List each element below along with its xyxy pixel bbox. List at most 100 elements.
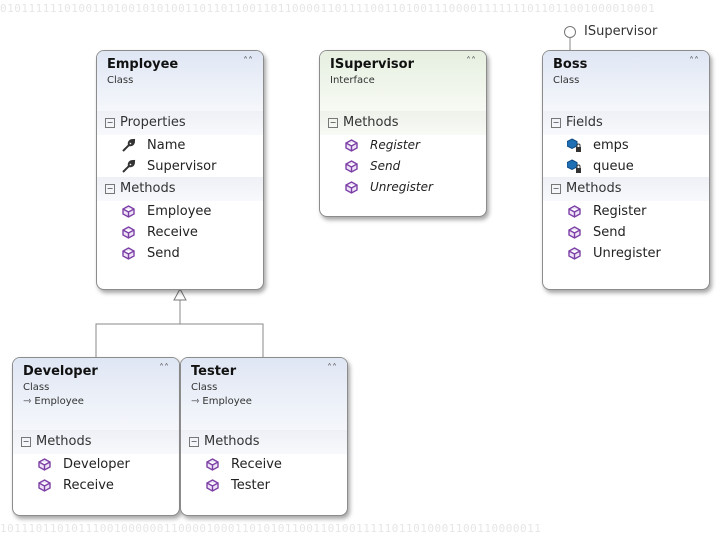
base-class-label: ⇾Employee xyxy=(23,396,169,407)
class-header: Developer Class ⇾Employee ˄˄ xyxy=(13,358,179,430)
lollipop-label: ISupervisor xyxy=(584,24,658,39)
method-item[interactable]: Developer xyxy=(13,454,179,475)
section-methods[interactable]: −Methods xyxy=(13,430,179,454)
collapse-box-icon[interactable]: − xyxy=(551,184,561,194)
private-field-icon xyxy=(567,159,581,173)
class-title: Employee xyxy=(107,57,179,72)
method-cube-icon xyxy=(206,458,219,471)
binary-background-bottom: 1011101101011100100000011000010001101010… xyxy=(0,522,542,535)
lollipop-circle xyxy=(564,26,576,38)
section-fields[interactable]: −Fields xyxy=(543,111,709,135)
member-label: Tester xyxy=(231,478,270,493)
section-methods[interactable]: −Methods xyxy=(181,430,347,454)
class-tester[interactable]: Tester Class ⇾Employee ˄˄ −Methods Recei… xyxy=(180,357,348,516)
class-developer[interactable]: Developer Class ⇾Employee ˄˄ −Methods De… xyxy=(12,357,180,516)
collapse-icon[interactable]: ˄˄ xyxy=(243,56,253,67)
member-label: Send xyxy=(593,225,626,240)
class-title: ISupervisor xyxy=(330,57,414,72)
collapse-icon[interactable]: ˄˄ xyxy=(159,363,169,374)
method-cube-icon xyxy=(38,458,51,471)
collapse-box-icon[interactable]: − xyxy=(328,118,338,128)
class-header: ISupervisor Interface ˄˄ xyxy=(320,51,486,111)
section-label: Properties xyxy=(120,115,186,130)
class-stereotype: Class xyxy=(191,382,218,393)
method-item[interactable]: Receive xyxy=(13,475,179,496)
member-label: Receive xyxy=(63,478,114,493)
class-title: Developer xyxy=(23,364,98,379)
section-methods[interactable]: −Methods xyxy=(320,111,486,135)
collapse-icon[interactable]: ˄˄ xyxy=(466,56,476,67)
method-cube-icon xyxy=(122,226,135,239)
method-item[interactable]: Register xyxy=(543,201,709,222)
method-cube-icon xyxy=(568,205,581,218)
collapse-box-icon[interactable]: − xyxy=(105,184,115,194)
inheritance-line-developer xyxy=(95,300,181,357)
member-label: Receive xyxy=(231,457,282,472)
collapse-icon[interactable]: ˄˄ xyxy=(689,56,699,67)
member-label: Supervisor xyxy=(147,159,217,174)
interface-isupervisor[interactable]: ISupervisor Interface ˄˄ −Methods Regist… xyxy=(319,50,487,217)
section-methods[interactable]: −Methods xyxy=(543,177,709,201)
class-header: Employee Class ˄˄ xyxy=(97,51,263,111)
collapse-box-icon[interactable]: − xyxy=(105,118,115,128)
class-stereotype: Class xyxy=(23,382,50,393)
collapse-box-icon[interactable]: − xyxy=(21,437,31,447)
method-item[interactable]: Send xyxy=(543,222,709,243)
collapse-box-icon[interactable]: − xyxy=(189,437,199,447)
member-label: Unregister xyxy=(593,246,661,261)
section-methods[interactable]: −Methods xyxy=(97,177,263,201)
class-header: Tester Class ⇾Employee ˄˄ xyxy=(181,358,347,430)
base-class-name: Employee xyxy=(34,396,84,407)
section-label: Fields xyxy=(566,115,603,130)
inheritance-line-tester xyxy=(180,323,264,357)
method-cube-icon xyxy=(38,479,51,492)
inherits-arrow-icon: ⇾ xyxy=(191,396,200,407)
method-cube-icon xyxy=(568,247,581,260)
method-item[interactable]: Unregister xyxy=(320,177,486,198)
class-stereotype: Class xyxy=(553,75,580,86)
member-label: Name xyxy=(147,138,186,153)
field-item[interactable]: queue xyxy=(543,156,709,177)
member-label: queue xyxy=(593,159,634,174)
method-cube-icon xyxy=(568,226,581,239)
section-label: Methods xyxy=(566,181,622,196)
method-item[interactable]: Tester xyxy=(181,475,347,496)
class-boss[interactable]: Boss Class ˄˄ −Fields emps queue −Method… xyxy=(542,50,710,290)
section-label: Methods xyxy=(204,434,260,449)
section-label: Methods xyxy=(343,115,399,130)
member-label: Developer xyxy=(63,457,130,472)
method-item[interactable]: Unregister xyxy=(543,243,709,264)
method-item[interactable]: Employee xyxy=(97,201,263,222)
section-properties[interactable]: −Properties xyxy=(97,111,263,135)
member-label: Send xyxy=(370,159,401,173)
base-class-label: ⇾Employee xyxy=(191,396,337,407)
wrench-icon xyxy=(122,159,136,173)
class-title: Boss xyxy=(553,57,588,72)
member-label: Register xyxy=(593,204,647,219)
class-stereotype: Class xyxy=(107,75,134,86)
class-header: Boss Class ˄˄ xyxy=(543,51,709,111)
method-cube-icon xyxy=(345,160,358,173)
member-label: Employee xyxy=(147,204,212,219)
method-cube-icon xyxy=(345,139,358,152)
binary-background-top: 0101111110100110100101010011011011001101… xyxy=(0,2,656,15)
inherits-arrow-icon: ⇾ xyxy=(23,396,32,407)
member-label: Receive xyxy=(147,225,198,240)
inheritance-arrowhead xyxy=(173,287,187,301)
method-item[interactable]: Send xyxy=(97,243,263,264)
field-item[interactable]: emps xyxy=(543,135,709,156)
method-item[interactable]: Register xyxy=(320,135,486,156)
property-item[interactable]: Name xyxy=(97,135,263,156)
collapse-box-icon[interactable]: − xyxy=(551,118,561,128)
member-label: Send xyxy=(147,246,180,261)
wrench-icon xyxy=(122,138,136,152)
base-class-name: Employee xyxy=(202,396,252,407)
section-label: Methods xyxy=(120,181,176,196)
class-employee[interactable]: Employee Class ˄˄ −Properties Name Super… xyxy=(96,50,264,290)
property-item[interactable]: Supervisor xyxy=(97,156,263,177)
member-label: Register xyxy=(370,138,420,152)
collapse-icon[interactable]: ˄˄ xyxy=(327,363,337,374)
method-item[interactable]: Receive xyxy=(97,222,263,243)
method-item[interactable]: Send xyxy=(320,156,486,177)
method-item[interactable]: Receive xyxy=(181,454,347,475)
